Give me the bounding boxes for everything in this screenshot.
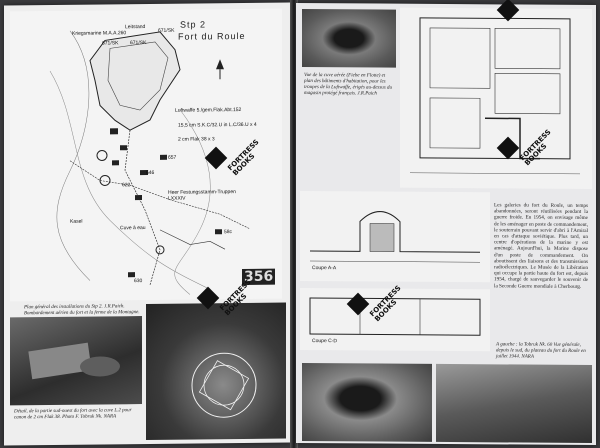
article-text: Les galeries du fort du Roule, un temps …: [494, 202, 588, 290]
tobruk-photo: [302, 362, 432, 442]
watermark: [496, 0, 520, 22]
map-label: Kriegsmarine M.A.A.260: [72, 30, 127, 37]
fort-detail-photo: [10, 316, 142, 406]
plateau-photo: [436, 363, 592, 444]
map-label: 671/SK: [158, 27, 175, 34]
bottom-caption: A gauche : la Tobruk Nk. 60 Vue générale…: [496, 342, 586, 360]
map-label: Cuve à eau: [120, 225, 146, 232]
map-label: 671/SK: [130, 40, 147, 47]
cuve-caption: Vue de la cuve aérée (Fiebe en Flotte) e…: [304, 73, 393, 97]
map-label: 671/SK: [102, 40, 119, 47]
map-label: Heer Festungsstamm-Truppen LXXXIV: [168, 189, 236, 202]
map-label: 630: [134, 278, 143, 285]
plan-drawing: [410, 17, 580, 175]
map-label: 15,5 cm S.K.C/32.U in L.C/36.U x 4: [178, 121, 257, 129]
section-plan-1: Coupe A-A: [300, 190, 490, 283]
map-label: 646: [146, 169, 155, 177]
book-gutter: [290, 0, 298, 448]
map-label: Luftwaffe 5./gem.Flak.Abt.152: [175, 107, 242, 114]
cuve-photo: [302, 8, 396, 68]
aerial-photo: [146, 302, 286, 441]
map-label: 2 cm Flak 38 x 3: [178, 136, 215, 143]
left-page: Stp 2 Fort du Roule Kriegsmarine M.A.A.2…: [4, 2, 290, 446]
section-drawing-1: [310, 211, 480, 263]
site-map: Stp 2 Fort du Roule Kriegsmarine M.A.A.2…: [10, 8, 282, 302]
building-plan: [400, 7, 592, 190]
fortress-books-logo-icon: [196, 286, 220, 310]
fortress-books-logo-icon: [346, 292, 370, 316]
map-title-1: Stp 2: [180, 19, 207, 30]
map-label: 657: [168, 154, 177, 161]
map-label: Leitstand: [125, 24, 146, 31]
map-label: Kasel: [70, 218, 83, 225]
right-page: Vue de la cuve aérée (Fiebe en Flotte) e…: [296, 2, 596, 446]
map-title-2: Fort du Roule: [178, 30, 246, 42]
fortress-books-logo-icon: [496, 136, 520, 160]
photo-caption: Détail, de la partie sud-ouest du fort a…: [14, 408, 132, 421]
map-label: 622: [122, 182, 131, 189]
aerial-overlay: [191, 352, 257, 418]
map-drawing: [49, 30, 251, 295]
fortress-books-logo-icon: [204, 146, 228, 170]
plan-label: Coupe A-A: [312, 265, 337, 272]
plan-label: Coupe C-D: [312, 338, 338, 345]
map-label: 58c: [224, 229, 233, 236]
